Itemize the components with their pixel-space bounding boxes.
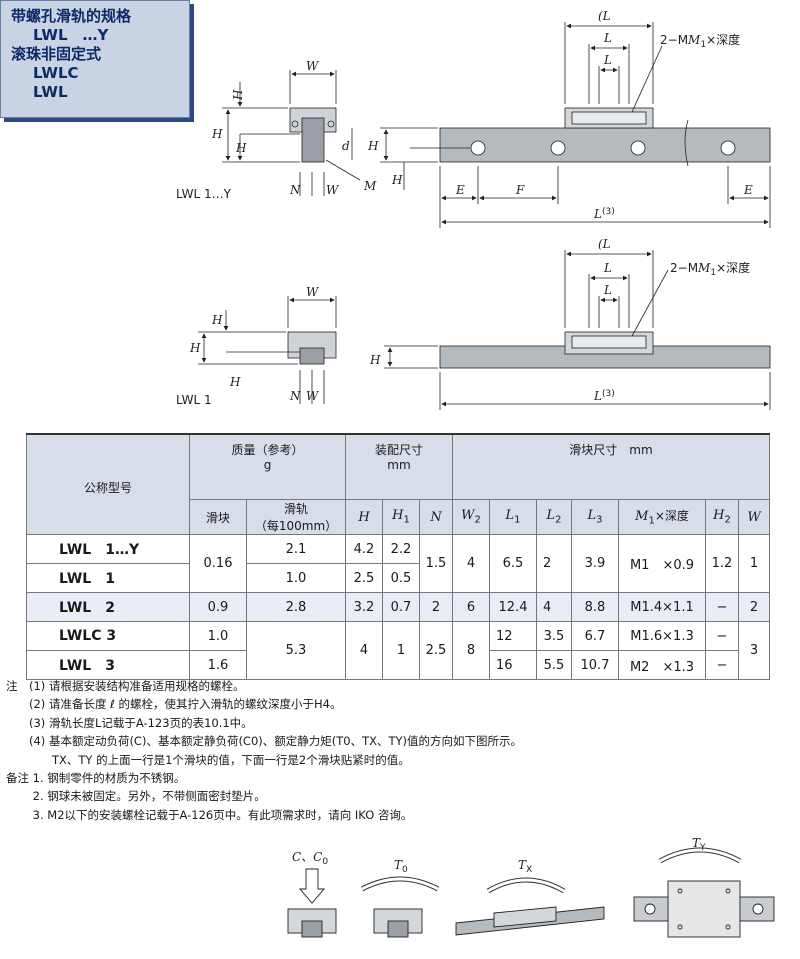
side-view-bottom xyxy=(384,250,771,410)
table-row: LWLC 3 1.0 5.3 4 1 2.5 8 12 3.5 6.7 M1.6… xyxy=(26,621,770,680)
note-line: (2) 请准备长度 ℓ 的螺栓，使其拧入滑轨的螺纹深度小于H4。 xyxy=(6,697,342,712)
load-direction-diagram: C、C0 T0 TX TY xyxy=(287,836,775,938)
label-ty: TY xyxy=(692,836,706,853)
note-line: 备注 1. 钢制零件的材质为不锈钢。 xyxy=(6,771,186,786)
dim-w2-bottom: W xyxy=(306,285,320,299)
load-tx-figure xyxy=(455,877,605,936)
dim-h2: H xyxy=(231,89,245,101)
notes: 注 (1) 请根据安装结构准备适用规格的螺栓。 (2) 请准备长度 ℓ 的螺栓，… xyxy=(6,677,786,824)
title-line-5: LWL xyxy=(33,83,68,101)
label-lwl1: LWL 1 xyxy=(176,393,212,407)
dim-f: F xyxy=(515,183,525,197)
dim-l2: L xyxy=(603,53,612,67)
label-lwl1y: LWL 1…Y xyxy=(176,187,232,201)
title-line-3: 滚珠非固定式 xyxy=(11,45,102,63)
title-box: 带螺孔滑轨的规格 LWL …Y 滚珠非固定式 LWLC LWL xyxy=(0,0,190,118)
table-row: LWL 2 0.9 2.8 3.2 0.7 2 6 12.4 4 8.8 M1.… xyxy=(26,592,770,622)
header-m1: M1×深度 xyxy=(618,499,706,535)
title-line-2: LWL …Y xyxy=(33,26,109,44)
table-row: LWL 3 1.6 16 5.5 10.7 M2 ×1.3 − xyxy=(26,650,770,680)
dim-m2: M xyxy=(363,179,377,193)
header-model: 公称型号 xyxy=(26,433,190,535)
technical-drawings: W H H H d N W M LWL 1…Y (L L L 2−MM1×深度 … xyxy=(176,9,771,410)
dim-h5: H xyxy=(391,173,403,187)
dim-h1-bottom: H xyxy=(229,375,241,389)
header-h1: H1 xyxy=(382,499,420,535)
dim-l2-bottom: L xyxy=(603,283,612,297)
note-line: 2. 钢球未被固定。另外，不带侧面密封垫片。 xyxy=(6,789,266,804)
dim-h4-bottom: H xyxy=(369,353,381,367)
title-line-1: 带螺孔滑轨的规格 xyxy=(11,7,132,25)
header-mass: 质量（参考）g xyxy=(189,433,346,500)
header-rail: 滑轨（每100mm） xyxy=(246,499,346,535)
header-l1: L1 xyxy=(489,499,537,535)
dim-e-right: E xyxy=(743,183,753,197)
table-row: LWL 1…Y 0.16 2.1 4.2 2.2 1.5 4 6.5 2 3.9… xyxy=(26,534,770,593)
header-h: H xyxy=(345,499,383,535)
side-view-top xyxy=(380,22,771,228)
header-l2: L2 xyxy=(536,499,572,535)
note-line: (3) 滑轨长度L记载于A-123页的表10.1中。 xyxy=(6,715,253,730)
dim-n: N xyxy=(289,183,301,197)
dim-h-bottom: H xyxy=(189,341,201,355)
cross-section-top xyxy=(222,70,361,196)
cross-section-bottom xyxy=(198,296,337,404)
load-ty-figure xyxy=(633,847,775,938)
dim-e-left: E xyxy=(455,183,465,197)
dim-l3: L xyxy=(603,31,612,45)
dim-h1: H xyxy=(235,141,247,155)
load-t0-figure xyxy=(360,876,440,938)
dim-h4: H xyxy=(367,139,379,153)
dim-l: L(3) xyxy=(593,207,615,221)
dim-w2: W xyxy=(306,59,320,73)
header-w2: W2 xyxy=(452,499,490,535)
label-t0: T0 xyxy=(394,858,408,875)
note-line: TX、TY 的上面一行是1个滑块的值，下面一行是2个滑块贴紧时的值。 xyxy=(6,752,410,767)
dim-l1-bottom: (L xyxy=(598,237,611,251)
dim-w: W xyxy=(326,183,340,197)
dim-d3: d xyxy=(342,139,350,153)
dim-l3-bottom: L xyxy=(603,261,612,275)
m1-note-top: 2−MM1×深度 xyxy=(660,32,740,50)
note-line: (4) 基本额定动负荷(C)、基本额定静负荷(C0)、额定静力矩(T0、TX、T… xyxy=(6,734,523,749)
m1-note-bottom: 2−MM1×深度 xyxy=(670,260,750,278)
note-line: 注 (1) 请根据安装结构准备适用规格的螺栓。 xyxy=(6,679,245,693)
title-line-4: LWLC xyxy=(33,64,79,82)
dim-l-bottom: L(3) xyxy=(593,389,615,403)
header-l3: L3 xyxy=(571,499,619,535)
label-c: C、C0 xyxy=(292,850,328,867)
header-w: W xyxy=(738,499,770,535)
header-h2: H2 xyxy=(705,499,739,535)
header-block: 滑块尺寸 mm xyxy=(452,433,770,500)
dim-h2-bottom: H xyxy=(211,313,223,327)
dim-l1: (L xyxy=(598,9,611,23)
note-line: 3. M2以下的安装螺栓记载于A-126页中。有此项需求时，请向 IKO 咨询。 xyxy=(6,807,413,822)
load-c-figure xyxy=(287,868,337,938)
header-n: N xyxy=(419,499,453,535)
dim-h: H xyxy=(211,127,223,141)
label-tx: TX xyxy=(518,858,532,875)
dim-w-bottom: W xyxy=(306,389,320,403)
dim-n-bottom: N xyxy=(289,389,301,403)
header-slider: 滑块 xyxy=(189,499,247,535)
